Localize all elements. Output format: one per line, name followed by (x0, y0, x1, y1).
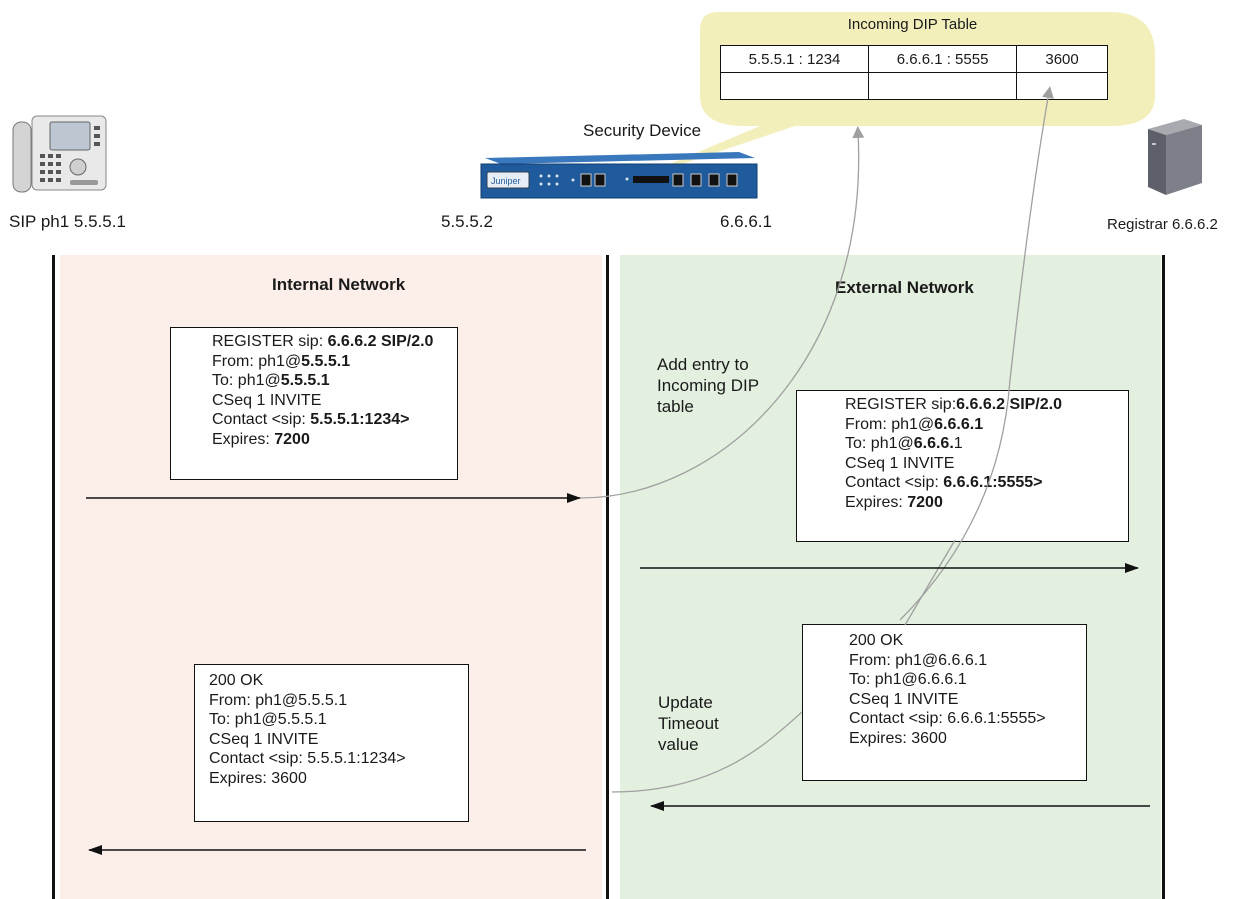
ip-phone-icon (12, 115, 107, 193)
message-line: Expires: 3600 (209, 769, 307, 787)
registrar-server-icon (1148, 119, 1202, 195)
message-line: Expires: 7200 (845, 493, 943, 511)
annotation-line: Add entry to (657, 355, 749, 374)
internal-network-title: Internal Network (272, 275, 406, 294)
dip-cell (868, 72, 1018, 100)
dip-table-title: Incoming DIP Table (847, 16, 978, 33)
message-line: REGISTER sip: 6.6.6.2 SIP/2.0 (212, 333, 434, 350)
dip-table-row (719, 72, 1108, 100)
dip-table: 5.5.5.1 : 1234 6.6.6.1 : 5555 3600 (719, 45, 1108, 100)
ok-response-external: 200 OK From: ph1@6.6.6.1 To: ph1@6.6.6.1… (802, 624, 1087, 781)
security-device-label: Security Device (583, 121, 702, 140)
annotation-line: Incoming DIP (657, 376, 760, 395)
phone-label: SIP ph1 5.5.5.1 (9, 212, 126, 231)
phone-lifeline (52, 255, 55, 899)
message-line: REGISTER sip:6.6.6.2 SIP/2.0 (845, 396, 1062, 413)
register-request-external: REGISTER sip:6.6.6.2 SIP/2.0 From: ph1@6… (796, 390, 1129, 542)
annotation-line: table (657, 397, 694, 416)
annotation-line: value (658, 735, 699, 754)
message-line: From: ph1@6.6.6.1 (845, 415, 984, 433)
message-line: From: ph1@5.5.5.1 (212, 352, 351, 370)
message-line: From: ph1@5.5.5.1 (209, 691, 348, 709)
dip-cell: 5.5.5.1 : 1234 (719, 45, 870, 73)
internal-ip-label: 5.5.5.2 (441, 212, 493, 231)
add-entry-connector (579, 126, 865, 499)
security-device-lifeline (606, 255, 609, 899)
timeout-connector (899, 86, 1054, 621)
registrar-label: Registrar 6.6.6.2 (1107, 216, 1218, 233)
annotation-line: Update (658, 693, 713, 712)
dip-cell (1016, 72, 1108, 100)
message-line: Contact <sip: 5.5.5.1:1234> (212, 411, 410, 428)
message-line: To: ph1@5.5.5.1 (209, 711, 327, 728)
message-line: CSeq 1 INVITE (212, 391, 322, 409)
message-line: CSeq 1 INVITE (209, 730, 319, 748)
timeout-link (904, 539, 956, 626)
message-line: Contact <sip: 6.6.6.1:5555> (849, 710, 1046, 727)
message-line: To: ph1@5.5.5.1 (212, 372, 330, 389)
add-entry-annotation: Add entry to Incoming DIP table (657, 354, 759, 417)
message-line: Expires: 7200 (212, 430, 310, 448)
message-line: From: ph1@6.6.6.1 (849, 651, 988, 669)
registrar-lifeline (1162, 255, 1165, 899)
message-line: 200 OK (209, 672, 264, 689)
message-line: Expires: 3600 (849, 729, 947, 747)
brand-logo: Juniper (491, 176, 521, 186)
message-line: To: ph1@6.6.6.1 (849, 671, 967, 688)
timeout-source-connector (611, 711, 803, 793)
external-ip-label: 6.6.6.1 (720, 212, 772, 231)
update-timeout-annotation: Update Timeout value (658, 692, 719, 755)
ok-response-internal: 200 OK From: ph1@5.5.5.1 To: ph1@5.5.5.1… (194, 664, 469, 822)
message-line: CSeq 1 INVITE (845, 454, 955, 472)
message-line: CSeq 1 INVITE (849, 690, 959, 708)
message-line: 200 OK (849, 632, 904, 649)
dip-cell (719, 72, 870, 100)
register-request-internal: REGISTER sip: 6.6.6.2 SIP/2.0 From: ph1@… (170, 327, 458, 480)
message-line: Contact <sip: 6.6.6.1:5555> (845, 474, 1043, 491)
annotation-line: Timeout (658, 714, 719, 733)
external-network-zone (620, 255, 1161, 899)
message-line: Contact <sip: 5.5.5.1:1234> (209, 750, 406, 767)
message-line: To: ph1@6.6.6.1 (845, 435, 963, 452)
external-network-title: External Network (835, 278, 974, 297)
security-device-icon: Juniper (480, 152, 758, 199)
